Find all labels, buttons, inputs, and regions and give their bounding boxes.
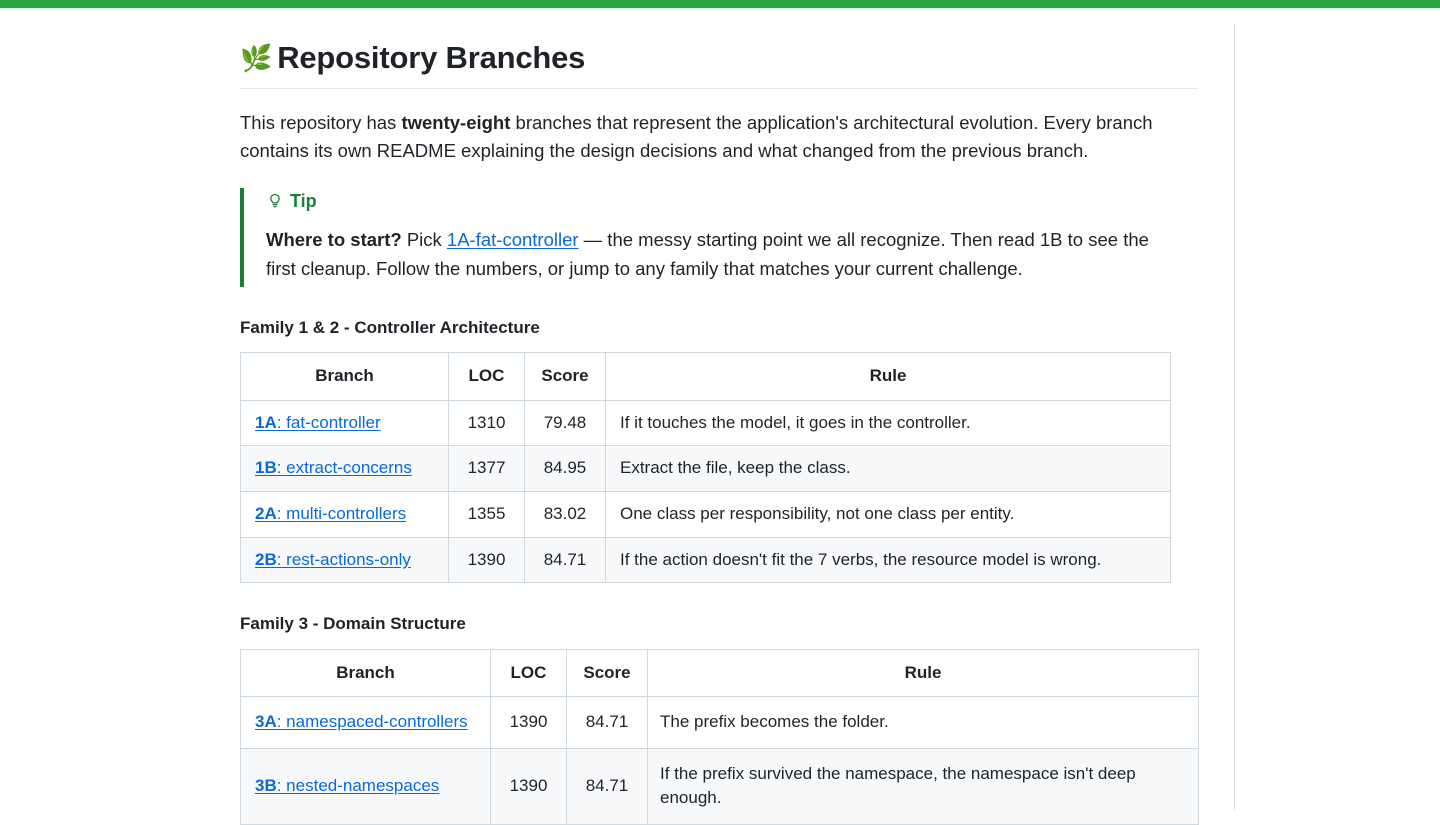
- section-heading-family-1-2: Family 1 & 2 - Controller Architecture: [240, 317, 540, 337]
- page-title-text: Repository Branches: [277, 40, 586, 75]
- cell-branch: 1B: extract-concerns: [240, 445, 449, 493]
- cell-branch: 2B: rest-actions-only: [240, 536, 449, 584]
- column-header-score: Score: [524, 352, 606, 401]
- column-header-score: Score: [566, 648, 648, 698]
- column-header-rule: Rule: [605, 352, 1171, 401]
- tip-callout-header: Tip: [266, 192, 1170, 210]
- branch-name: : fat-controller: [276, 412, 381, 432]
- cell-score: 84.95: [524, 445, 606, 493]
- tip-callout-body: Where to start? Pick 1A-fat-controller —…: [266, 226, 1176, 283]
- tip-text-before-link: Pick: [401, 229, 447, 251]
- branch-table-family-3: Branch LOC Score Rule 3A: namespaced-con…: [240, 648, 1199, 825]
- branch-link[interactable]: 3B: nested-namespaces: [255, 776, 439, 795]
- cell-branch: 3A: namespaced-controllers: [240, 696, 491, 749]
- cell-rule: The prefix becomes the folder.: [647, 696, 1199, 749]
- intro-text-before: This repository has: [240, 112, 402, 134]
- cell-loc: 1310: [448, 399, 525, 447]
- top-accent-bar: [0, 0, 1440, 8]
- table-header-row: Branch LOC Score Rule: [240, 352, 1171, 401]
- cell-rule: Extract the file, keep the class.: [605, 445, 1171, 493]
- branch-link[interactable]: 2A: multi-controllers: [255, 504, 406, 523]
- table-row: 1B: extract-concerns 1377 84.95 Extract …: [240, 445, 1171, 493]
- intro-text-after: branches that represent the application'…: [240, 112, 1153, 162]
- cell-loc: 1355: [448, 491, 525, 538]
- branch-name: : extract-concerns: [276, 458, 412, 478]
- branch-link-1a-fat-controller[interactable]: 1A-fat-controller: [446, 229, 579, 251]
- branch-code: 2B: [255, 549, 277, 569]
- branch-code: 3B: [255, 776, 277, 796]
- branch-link[interactable]: 1A: fat-controller: [255, 413, 381, 432]
- column-header-loc: LOC: [490, 648, 567, 698]
- column-header-rule: Rule: [647, 648, 1199, 698]
- table-row: 2B: rest-actions-only 1390 84.71 If the …: [240, 536, 1171, 584]
- page-title: 🌿Repository Branches: [240, 38, 1198, 88]
- cell-branch: 2A: multi-controllers: [240, 491, 449, 538]
- cell-score: 84.71: [566, 747, 648, 825]
- cell-score: 84.71: [566, 696, 648, 749]
- branch-link[interactable]: 1B: extract-concerns: [255, 458, 412, 477]
- tip-callout-label: Tip: [290, 191, 317, 212]
- tip-callout: Tip Where to start? Pick 1A-fat-controll…: [240, 188, 1170, 287]
- cell-score: 84.71: [524, 536, 606, 584]
- branch-name: : namespaced-controllers: [276, 712, 468, 732]
- cell-loc: 1390: [490, 747, 567, 825]
- title-divider: [240, 88, 1198, 90]
- cell-loc: 1377: [448, 445, 525, 493]
- herb-icon: 🌿: [240, 43, 273, 73]
- top-accent-glow: [0, 8, 1440, 11]
- tip-text-after-link: — the messy starting point we all recogn…: [266, 229, 1149, 279]
- table-row: 2A: multi-controllers 1355 83.02 One cla…: [240, 491, 1171, 538]
- branch-link[interactable]: 3A: namespaced-controllers: [255, 712, 468, 731]
- cell-rule: If the action doesn't fit the 7 verbs, t…: [605, 536, 1171, 584]
- branch-code: 3A: [255, 712, 277, 732]
- column-header-loc: LOC: [448, 352, 525, 401]
- table-header-row: Branch LOC Score Rule: [240, 648, 1199, 698]
- cell-score: 79.48: [524, 399, 606, 447]
- page-content: 🌿Repository Branches This repository has…: [240, 11, 1199, 825]
- branch-name: : nested-namespaces: [276, 776, 440, 796]
- table-row: 1A: fat-controller 1310 79.48 If it touc…: [240, 399, 1171, 447]
- branch-table-family-1-2: Branch LOC Score Rule 1A: fat-controller…: [240, 352, 1171, 584]
- intro-bold-count: twenty-eight: [401, 112, 511, 134]
- content-right-divider: [1234, 24, 1235, 810]
- tip-lead-bold: Where to start?: [266, 229, 402, 251]
- cell-loc: 1390: [490, 696, 567, 749]
- section-heading-family-3: Family 3 - Domain Structure: [240, 614, 466, 634]
- cell-score: 83.02: [524, 491, 606, 538]
- cell-branch: 3B: nested-namespaces: [240, 747, 491, 825]
- table-row: 3B: nested-namespaces 1390 84.71 If the …: [240, 747, 1199, 825]
- cell-loc: 1390: [448, 536, 525, 584]
- column-header-branch: Branch: [240, 648, 491, 698]
- cell-branch: 1A: fat-controller: [240, 399, 449, 447]
- branch-name: : rest-actions-only: [276, 549, 411, 569]
- branch-code: 1B: [255, 458, 277, 478]
- column-header-branch: Branch: [240, 352, 449, 401]
- branch-code: 2A: [255, 504, 277, 524]
- cell-rule: If it touches the model, it goes in the …: [605, 399, 1171, 447]
- cell-rule: One class per responsibility, not one cl…: [605, 491, 1171, 538]
- table-row: 3A: namespaced-controllers 1390 84.71 Th…: [240, 696, 1199, 749]
- intro-paragraph: This repository has twenty-eight branche…: [240, 109, 1180, 165]
- branch-link[interactable]: 2B: rest-actions-only: [255, 550, 411, 569]
- cell-rule: If the prefix survived the namespace, th…: [647, 747, 1199, 825]
- branch-name: : multi-controllers: [276, 504, 407, 524]
- branch-code: 1A: [255, 412, 277, 432]
- lightbulb-icon: [266, 193, 283, 210]
